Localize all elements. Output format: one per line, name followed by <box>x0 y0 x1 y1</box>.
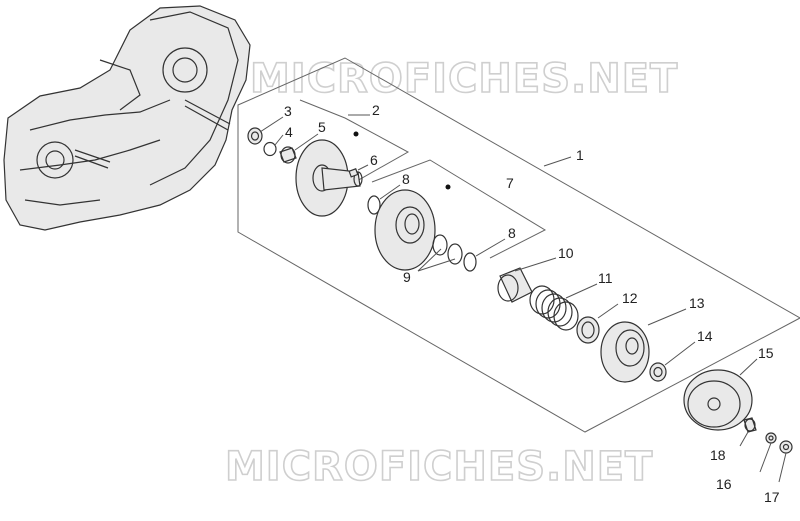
part-7-movable-pulley <box>374 184 451 271</box>
callout-12: 12 <box>622 290 638 306</box>
callout-1: 1 <box>576 147 584 163</box>
part-3-bearing <box>247 127 263 145</box>
part-8-oring-upper <box>367 195 381 215</box>
part-14-nut <box>649 362 667 382</box>
subassembly-7-frame <box>371 159 547 259</box>
callout-5: 5 <box>318 119 326 135</box>
part-11-spring <box>529 285 579 331</box>
part-4-circlip <box>263 141 277 157</box>
part-8-oring-lower <box>463 252 477 272</box>
part-17-nut <box>779 440 793 454</box>
part-18-spacer <box>743 417 757 433</box>
callout-9: 9 <box>403 269 411 285</box>
part-10-sleeve <box>497 267 533 303</box>
callout-15: 15 <box>758 345 774 361</box>
leader-lines <box>259 114 787 483</box>
watermark-top: MICROFICHES.NET <box>250 56 678 102</box>
assembly-frame <box>237 57 800 433</box>
callout-8-lower: 8 <box>508 225 516 241</box>
part-13-clutch <box>600 321 650 383</box>
callout-labels: 1 2 3 4 5 6 7 8 8 9 10 11 12 13 14 15 16… <box>284 102 780 505</box>
callout-17: 17 <box>764 489 780 505</box>
part-9-seals <box>432 234 463 265</box>
watermark-bottom: MICROFICHES.NET <box>225 444 653 490</box>
callout-6: 6 <box>370 152 378 168</box>
callout-7: 7 <box>506 175 514 191</box>
callout-11: 11 <box>598 270 613 286</box>
crankcase-illustration <box>3 5 251 231</box>
callout-3: 3 <box>284 103 292 119</box>
part-6-pin <box>348 168 359 178</box>
part-5-bushing <box>279 146 297 164</box>
part-16-washer <box>765 432 777 444</box>
callout-10: 10 <box>558 245 574 261</box>
callout-18: 18 <box>710 447 726 463</box>
part-12-ring <box>576 316 600 344</box>
callout-8-upper: 8 <box>402 171 410 187</box>
callout-16: 16 <box>716 476 732 492</box>
callout-2: 2 <box>372 102 380 118</box>
callout-14: 14 <box>697 328 713 344</box>
callout-13: 13 <box>689 295 705 311</box>
callout-4: 4 <box>285 124 293 140</box>
part-15-clutch-bell <box>683 369 753 431</box>
